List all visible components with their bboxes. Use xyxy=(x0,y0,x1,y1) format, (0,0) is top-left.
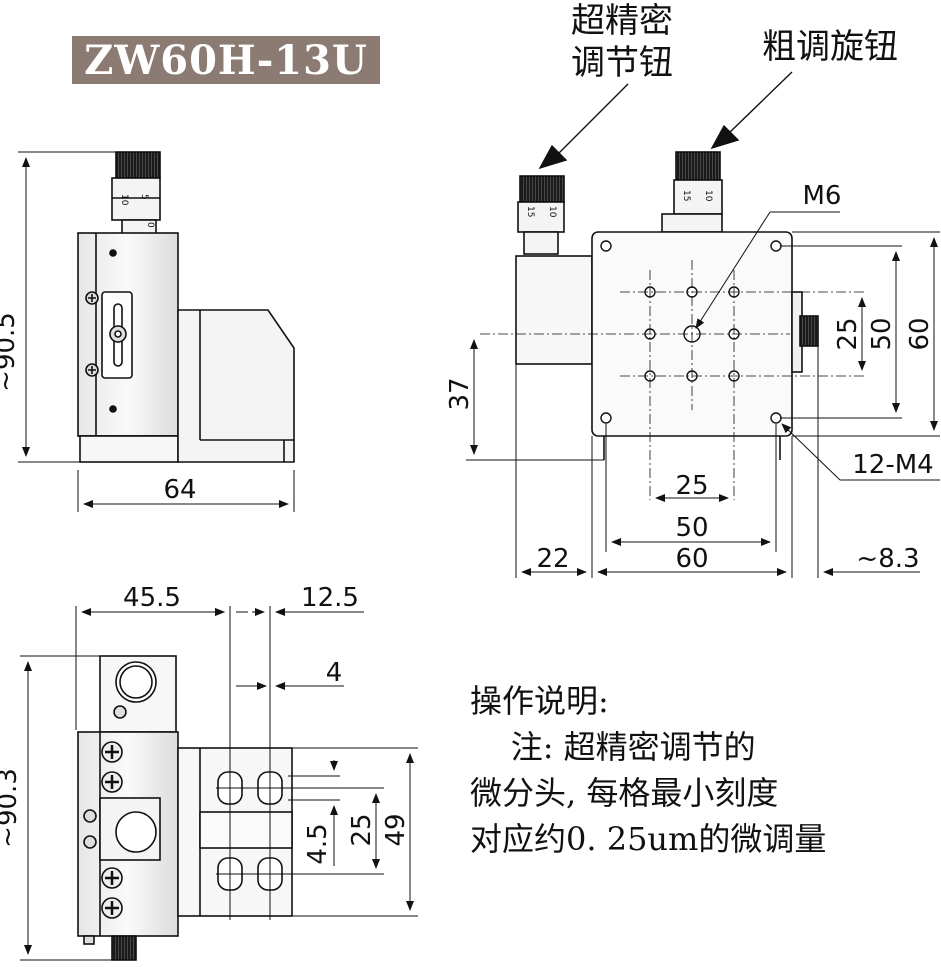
operation-notes: 操作说明: 注: 超精密调节的 微分头, 每格最小刻度 对应约0. 25um的微… xyxy=(470,678,930,862)
dim-side-height: ~90.5 xyxy=(0,312,21,392)
svg-text:15: 15 xyxy=(525,206,535,217)
svg-text:10: 10 xyxy=(119,194,129,206)
top-dimensions xyxy=(466,211,940,578)
dim-bottom-12-5: 12.5 xyxy=(301,583,359,613)
dim-top-60-v: 60 xyxy=(905,317,935,350)
dim-top-50-v: 50 xyxy=(867,317,897,350)
dim-top-50-h: 50 xyxy=(675,513,708,543)
side-knob-knurl xyxy=(115,151,161,179)
callout-12-m4: 12-M4 xyxy=(852,450,933,480)
knob-scale-marks: 10 5 0 15 10 15 10 xyxy=(119,190,713,228)
callout-m6: M6 xyxy=(803,181,842,211)
side-view xyxy=(77,151,295,463)
dim-side-width: 64 xyxy=(163,475,196,505)
svg-text:15: 15 xyxy=(681,190,691,201)
top-coarse-knob-knurl xyxy=(675,151,721,181)
top-lock-knob xyxy=(799,315,819,347)
dim-bottom-25: 25 xyxy=(347,813,377,846)
svg-text:10: 10 xyxy=(547,206,557,218)
model-title: ZW60H-13U xyxy=(84,36,368,84)
notes-heading: 操作说明: xyxy=(470,682,609,720)
dim-bottom-49: 49 xyxy=(381,813,411,846)
callout-fine-knob-line2: 调节钮 xyxy=(571,43,673,83)
side-dimensions xyxy=(18,151,295,512)
dim-bottom-height: ~90.3 xyxy=(0,768,23,848)
knob-callout-arrows xyxy=(538,71,793,170)
dim-bottom-45-5: 45.5 xyxy=(123,583,181,613)
notes-line-2: 微分头, 每格最小刻度 xyxy=(470,774,779,812)
top-fine-knob-knurl xyxy=(519,175,565,203)
callout-coarse-knob: 粗调旋钮 xyxy=(762,27,898,67)
dim-bottom-4-5: 4.5 xyxy=(303,823,333,864)
svg-text:10: 10 xyxy=(703,190,713,202)
dim-top-25-h: 25 xyxy=(675,471,708,501)
side-knob-barrel xyxy=(111,177,161,221)
bottom-view xyxy=(77,655,293,961)
dim-bottom-4: 4 xyxy=(326,658,343,688)
svg-text:5: 5 xyxy=(139,194,149,200)
dim-top-22: 22 xyxy=(536,544,569,574)
model-title-badge: ZW60H-13U xyxy=(72,36,380,84)
dim-top-offset: 37 xyxy=(445,377,475,410)
callout-fine-knob-line1: 超精密 xyxy=(571,1,673,41)
top-left-block xyxy=(515,255,593,365)
notes-line-1: 注: 超精密调节的 xyxy=(470,728,756,766)
dim-top-25-v: 25 xyxy=(833,317,863,350)
bottom-dimensions xyxy=(20,606,418,961)
svg-text:0: 0 xyxy=(145,222,155,228)
side-right-bracket xyxy=(177,309,295,463)
dim-top-60-h: 60 xyxy=(675,544,708,574)
bottom-knob xyxy=(111,935,137,961)
notes-line-3: 对应约0. 25um的微调量 xyxy=(470,820,827,858)
dim-top-8-3: ~8.3 xyxy=(856,544,919,574)
